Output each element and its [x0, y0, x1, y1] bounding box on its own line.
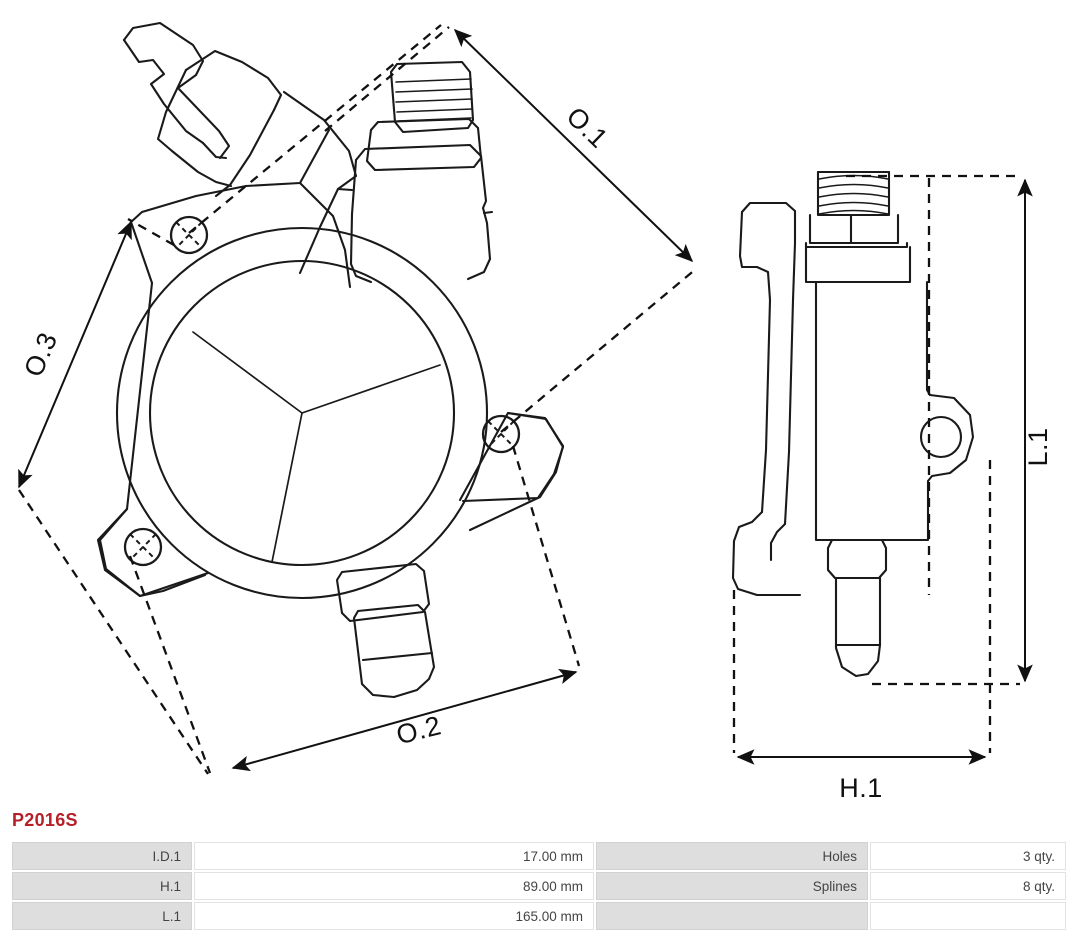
table-row: I.D.1 17.00 mm Holes 3 qty.: [12, 842, 1066, 870]
part-number-title: P2016S: [12, 810, 78, 830]
pump-barrel: [336, 143, 494, 284]
upper-boss: [156, 49, 283, 198]
spec-label: I.D.1: [12, 842, 192, 870]
mounting-hole-top: [169, 215, 209, 255]
technical-drawing: O.1 O.3 O.2: [18, 21, 1053, 800]
table-row: L.1 165.00 mm: [12, 902, 1066, 930]
mounting-ear-left: [98, 507, 210, 598]
dimension-h1: H.1: [732, 460, 992, 800]
spec-value: [870, 902, 1066, 930]
spec-value: 8 qty.: [870, 872, 1066, 900]
dimension-label-o3: O.3: [18, 328, 63, 381]
spec-value: 17.00 mm: [194, 842, 594, 870]
spec-label: L.1: [12, 902, 192, 930]
spec-label: H.1: [12, 872, 192, 900]
dimension-o1: O.1: [188, 24, 698, 433]
front-view: O.1 O.3 O.2: [18, 21, 698, 775]
dimension-label-o1: O.1: [561, 101, 614, 154]
specification-table: I.D.1 17.00 mm Holes 3 qty. H.1 89.00 mm…: [10, 840, 1068, 932]
spec-value: 3 qty.: [870, 842, 1066, 870]
spec-label: Splines: [596, 872, 868, 900]
drawing-svg: O.1 O.3 O.2: [18, 21, 1053, 800]
dimension-label-l1: L.1: [1023, 427, 1053, 466]
outlet-nozzle: [335, 562, 436, 699]
dimension-o3: O.3: [18, 217, 212, 774]
spec-label: Holes: [596, 842, 868, 870]
hub-spokes: [192, 331, 441, 563]
threaded-port: [365, 60, 483, 172]
spec-label: [596, 902, 868, 930]
side-collars: [804, 213, 912, 284]
flange-body: [96, 128, 565, 598]
spec-value: 89.00 mm: [194, 872, 594, 900]
side-housing: [814, 280, 975, 542]
dimension-label-h1: H.1: [839, 773, 883, 800]
side-threaded-port: [816, 170, 891, 217]
dimension-label-o2: O.2: [393, 710, 444, 750]
mounting-hole-right: [481, 414, 521, 454]
connector-arm: [122, 21, 231, 160]
side-view: L.1 H.1: [731, 170, 1053, 800]
dimension-o2: O.2: [18, 445, 581, 775]
dimension-l1: L.1: [846, 174, 1053, 686]
side-outlet: [826, 538, 888, 678]
side-bracket: [731, 201, 802, 597]
mounting-hole-left: [123, 527, 163, 567]
spec-value: 165.00 mm: [194, 902, 594, 930]
mounting-ear-right: [461, 411, 565, 503]
table-row: H.1 89.00 mm Splines 8 qty.: [12, 872, 1066, 900]
